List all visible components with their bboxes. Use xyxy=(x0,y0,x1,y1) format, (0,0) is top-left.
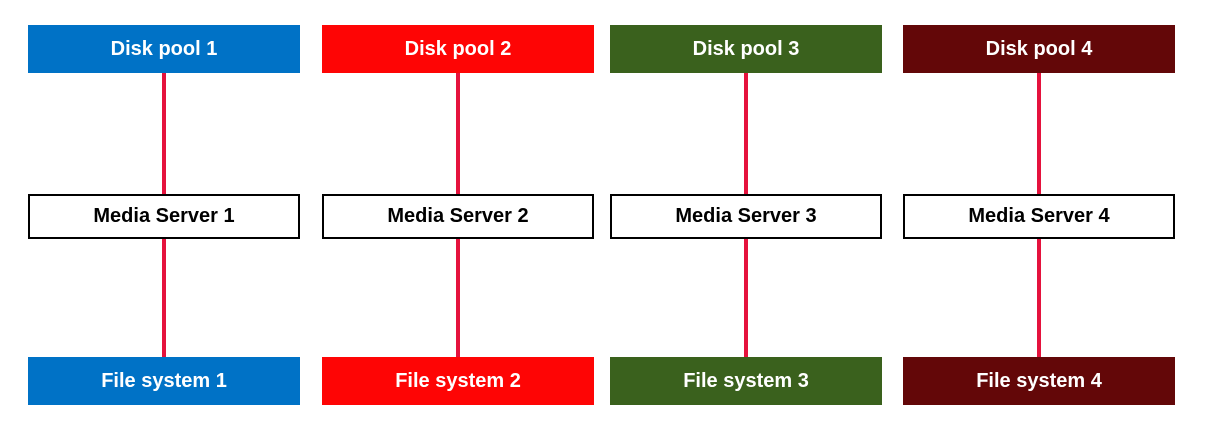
media-server-label: Media Server 1 xyxy=(93,205,235,227)
file-system-label: File system 1 xyxy=(101,369,227,392)
pipeline-column-3: Disk pool 3 Media Server 3 File system 3 xyxy=(610,0,882,428)
disk-pool-node: Disk pool 4 xyxy=(903,25,1175,73)
media-server-node: Media Server 3 xyxy=(610,194,882,239)
file-system-node: File system 4 xyxy=(903,357,1175,405)
disk-pool-label: Disk pool 4 xyxy=(985,37,1093,60)
disk-pool-label: Disk pool 3 xyxy=(692,37,800,60)
disk-pool-label: Disk pool 2 xyxy=(404,37,512,60)
media-server-node: Media Server 1 xyxy=(28,194,300,239)
media-server-label: Media Server 4 xyxy=(968,205,1110,227)
media-server-node: Media Server 4 xyxy=(903,194,1175,239)
file-system-label: File system 3 xyxy=(683,369,809,392)
disk-pool-node: Disk pool 3 xyxy=(610,25,882,73)
media-server-node: Media Server 2 xyxy=(322,194,594,239)
disk-pool-label: Disk pool 1 xyxy=(110,37,218,60)
media-server-label: Media Server 3 xyxy=(675,205,817,227)
pipeline-column-1: Disk pool 1 Media Server 1 File system 1 xyxy=(28,0,300,428)
file-system-label: File system 2 xyxy=(395,369,521,392)
file-system-node: File system 3 xyxy=(610,357,882,405)
pipeline-column-2: Disk pool 2 Media Server 2 File system 2 xyxy=(322,0,594,428)
disk-pool-node: Disk pool 1 xyxy=(28,25,300,73)
file-system-node: File system 1 xyxy=(28,357,300,405)
file-system-label: File system 4 xyxy=(976,369,1102,392)
file-system-node: File system 2 xyxy=(322,357,594,405)
pipeline-column-4: Disk pool 4 Media Server 4 File system 4 xyxy=(903,0,1175,428)
media-server-label: Media Server 2 xyxy=(387,205,529,227)
disk-pool-node: Disk pool 2 xyxy=(322,25,594,73)
